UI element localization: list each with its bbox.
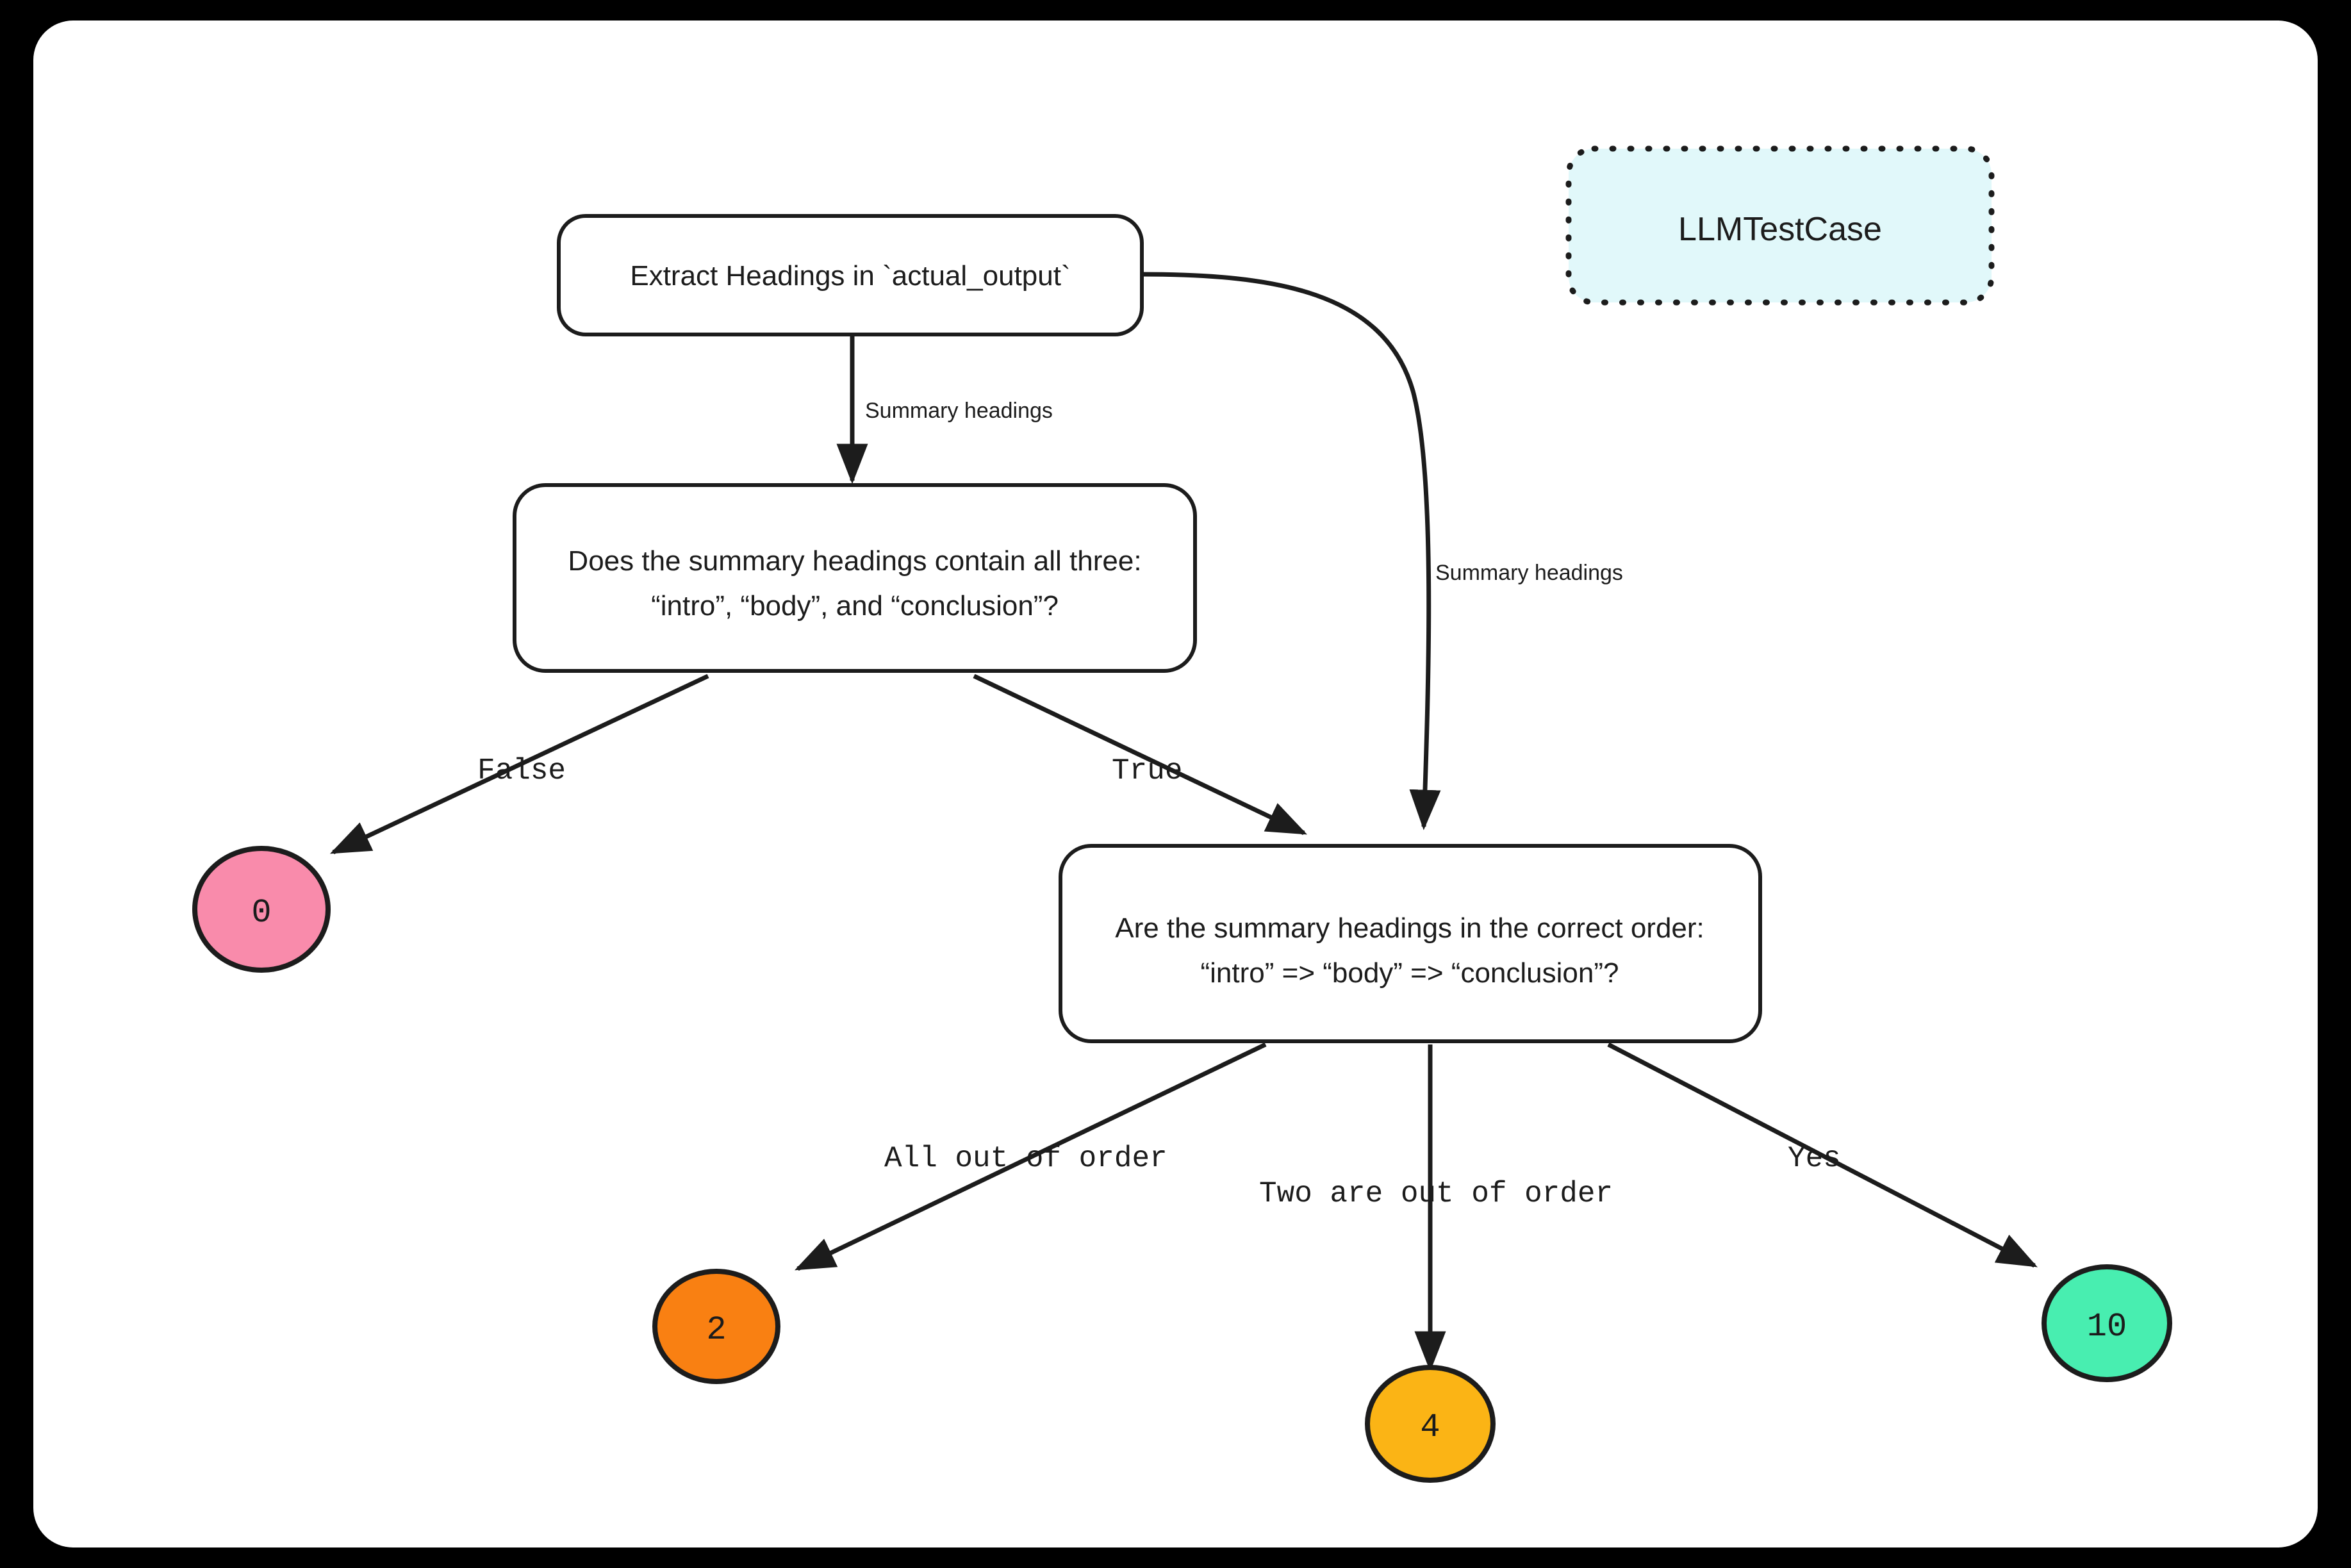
leaf-label-score-0: 0 xyxy=(251,894,271,932)
leaf-node-score-4[interactable]: 4 xyxy=(1365,1365,1496,1483)
leaf-label-score-10: 10 xyxy=(2087,1308,2127,1346)
leaf-label-score-4: 4 xyxy=(1420,1408,1440,1446)
node-correct-order-line2: “intro” => “body” => “conclusion”? xyxy=(1201,957,1619,989)
node-extract-headings-label: Extract Headings in `actual_output` xyxy=(630,260,1070,292)
edge-label-two-out-of-order: Two are out of order xyxy=(1259,1177,1613,1210)
leaf-circle-score-0 xyxy=(192,846,331,973)
edge-label-extract-to-contains: Summary headings xyxy=(865,399,1053,423)
edge-extract-to-contains: Summary headings xyxy=(836,334,1053,484)
legend-llmtestcase-box xyxy=(1565,145,1995,306)
leaf-circle-score-2 xyxy=(652,1269,780,1384)
node-contains-all-three-line2: “intro”, “body”, and “conclusion”? xyxy=(651,590,1059,622)
edge-label-false: False xyxy=(477,754,566,788)
edge-contains-false: False xyxy=(329,673,709,855)
leaf-label-score-2: 2 xyxy=(706,1311,726,1349)
node-correct-order-line1: Are the summary headings in the correct … xyxy=(1115,912,1704,944)
leaf-node-score-2[interactable]: 2 xyxy=(652,1269,780,1384)
edge-order-all-out: All out of order xyxy=(794,1042,1267,1271)
edge-label-true: True xyxy=(1112,754,1182,788)
node-correct-order[interactable]: Are the summary headings in the correct … xyxy=(1059,844,1762,1043)
leaf-node-score-0[interactable]: 0 xyxy=(192,846,331,973)
node-extract-headings[interactable]: Extract Headings in `actual_output` xyxy=(557,214,1144,336)
edge-label-all-out-of-order: All out of order xyxy=(884,1142,1167,1175)
edge-extract-to-order: Summary headings xyxy=(1140,272,1623,830)
edge-label-yes: Yes xyxy=(1788,1142,1841,1175)
node-contains-all-three[interactable]: Does the summary headings contain all th… xyxy=(513,483,1197,673)
legend-llmtestcase-label: LLMTestCase xyxy=(1678,211,1882,248)
edge-order-two-out: Two are out of order xyxy=(1259,1044,1613,1372)
legend-llmtestcase[interactable]: LLMTestCase xyxy=(1565,145,1995,306)
edge-contains-true: True xyxy=(973,673,1308,836)
leaf-circle-score-4 xyxy=(1365,1365,1496,1483)
leaf-node-score-10[interactable]: 10 xyxy=(2042,1264,2172,1382)
edge-order-yes: Yes xyxy=(1607,1042,2038,1268)
edge-label-extract-to-order: Summary headings xyxy=(1435,561,1623,585)
leaf-circle-score-10 xyxy=(2042,1264,2172,1382)
node-contains-all-three-line1: Does the summary headings contain all th… xyxy=(568,545,1141,577)
